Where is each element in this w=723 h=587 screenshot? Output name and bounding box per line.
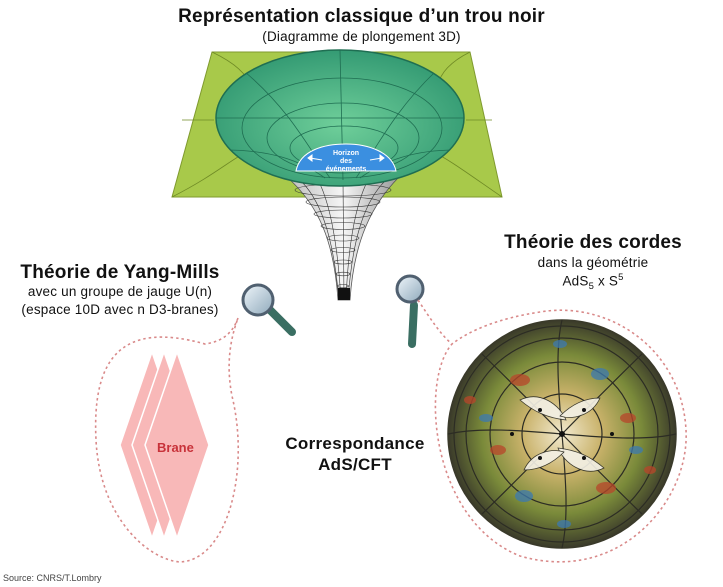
geometry-sphere-superscript: 5 (618, 272, 624, 283)
main-subtitle: (Diagramme de plongement 3D) (262, 29, 461, 44)
string-theory-line1: dans la géométrie (537, 255, 649, 270)
geometry-ads: AdS (562, 273, 589, 289)
hyperbolic-tiling (447, 319, 677, 549)
brane-stack (119, 349, 210, 541)
main-title: Représentation classique d’un trou noir (178, 6, 545, 27)
correspondence-label: Correspondance AdS/CFT (255, 433, 455, 475)
yang-mills-balloon (94, 317, 239, 563)
horizon-arrows (307, 154, 385, 162)
magnifier-icon (395, 274, 425, 348)
yang-mills-line1: avec un groupe de jauge U(n) (27, 284, 213, 299)
yang-mills-line2: (espace 10D avec n D3-branes) (21, 302, 219, 317)
geometry-times: x (594, 273, 609, 289)
horizon-label: Horizon des événements (322, 150, 370, 174)
horizon-label-line: des (339, 158, 353, 165)
magnifier-icon (241, 283, 296, 336)
correspondence-line: Correspondance (285, 434, 425, 453)
horizon-label-line: Horizon (332, 150, 360, 157)
event-horizon (295, 143, 397, 172)
horizon-label-line: événements (325, 166, 367, 173)
string-theory-title: Théorie des cordes (504, 232, 682, 253)
yang-mills-title: Théorie de Yang-Mills (20, 262, 220, 283)
geometry-sphere: S (608, 273, 619, 289)
source-credit: Source: CNRS/T.Lombry (3, 573, 102, 583)
singularity (338, 288, 350, 300)
string-theory-balloon (417, 299, 687, 563)
string-theory-geometry: AdS5 x S5 (478, 272, 708, 292)
geometry-ads-subscript: 5 (588, 281, 595, 293)
brane-label: Brane (157, 440, 194, 455)
correspondence-line: AdS/CFT (318, 455, 392, 474)
